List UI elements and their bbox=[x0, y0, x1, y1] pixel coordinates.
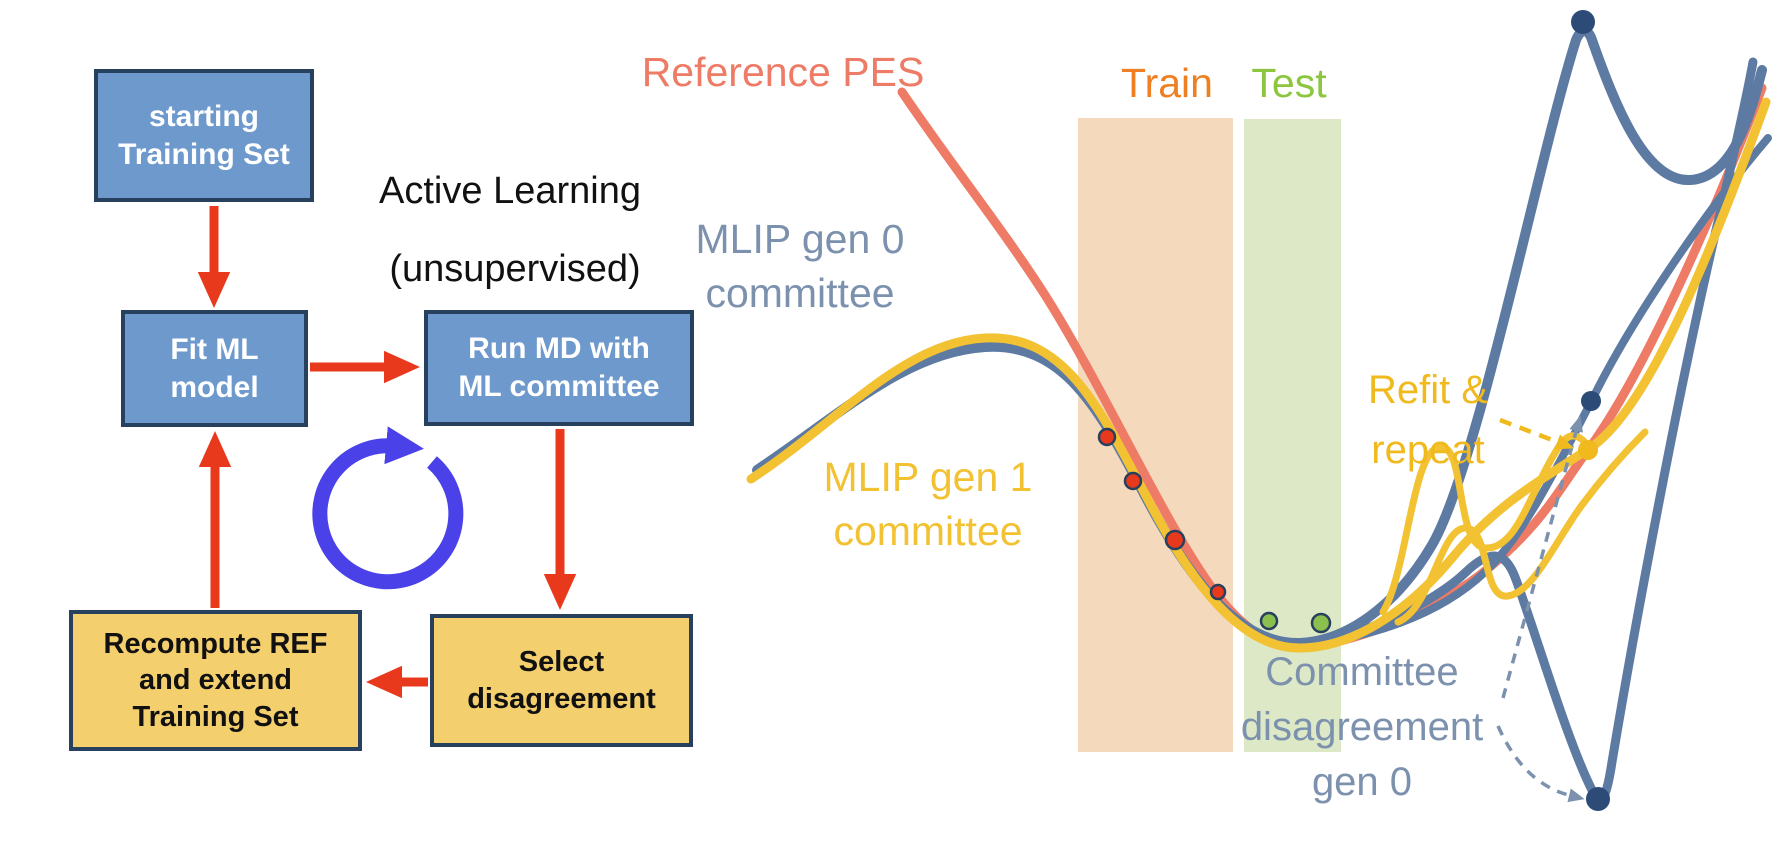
sample-points-layer bbox=[1097, 10, 1610, 811]
refit-repeat-label: Refit & repeat bbox=[1367, 368, 1489, 472]
fit-ml-model-box: Fit ML model bbox=[121, 310, 308, 427]
loop-arrow-icon bbox=[312, 426, 464, 590]
gen0-committee-curve-a bbox=[752, 26, 1767, 649]
disagreement-extrema-dot bbox=[1581, 391, 1601, 411]
refit-dashed-arrow bbox=[1499, 417, 1575, 450]
gen1-committee-curve-wiggle-2 bbox=[1394, 428, 1649, 626]
test-label: Test bbox=[1251, 60, 1327, 106]
disagreement-extrema-dot bbox=[1571, 10, 1595, 34]
train-label: Train bbox=[1121, 60, 1213, 106]
active-learning-title: Active Learning bbox=[379, 170, 641, 212]
train-samples-dot bbox=[1097, 427, 1117, 447]
unsupervised-subtitle: (unsupervised) bbox=[389, 248, 641, 290]
train-samples-dot bbox=[1164, 529, 1186, 551]
disagreement-dashed-arrow-down bbox=[1496, 725, 1585, 803]
test-samples-dot bbox=[1259, 611, 1279, 631]
starting-training-set-box: starting Training Set bbox=[94, 69, 314, 202]
disagreement-extrema-dot bbox=[1586, 787, 1610, 811]
train-samples-dot bbox=[1123, 471, 1143, 491]
mlip-gen1-label: MLIP gen 1 committee bbox=[823, 454, 1033, 555]
train-samples-dot bbox=[1209, 583, 1227, 601]
recompute-ref-box: Recompute REF and extend Training Set bbox=[69, 610, 362, 751]
committee-disagreement-label: Committee disagreement gen 0 bbox=[1240, 650, 1484, 805]
gen1-committee-curve-main bbox=[746, 97, 1771, 653]
select-disagreement-box: Select disagreement bbox=[430, 614, 693, 747]
run-md-committee-box: Run MD with ML committee bbox=[424, 310, 694, 426]
refit-point-dot bbox=[1578, 440, 1598, 460]
mlip-gen0-label: MLIP gen 0 committee bbox=[695, 216, 905, 317]
test-samples-dot bbox=[1310, 612, 1332, 634]
reference-pes-label: Reference PES bbox=[641, 49, 925, 95]
